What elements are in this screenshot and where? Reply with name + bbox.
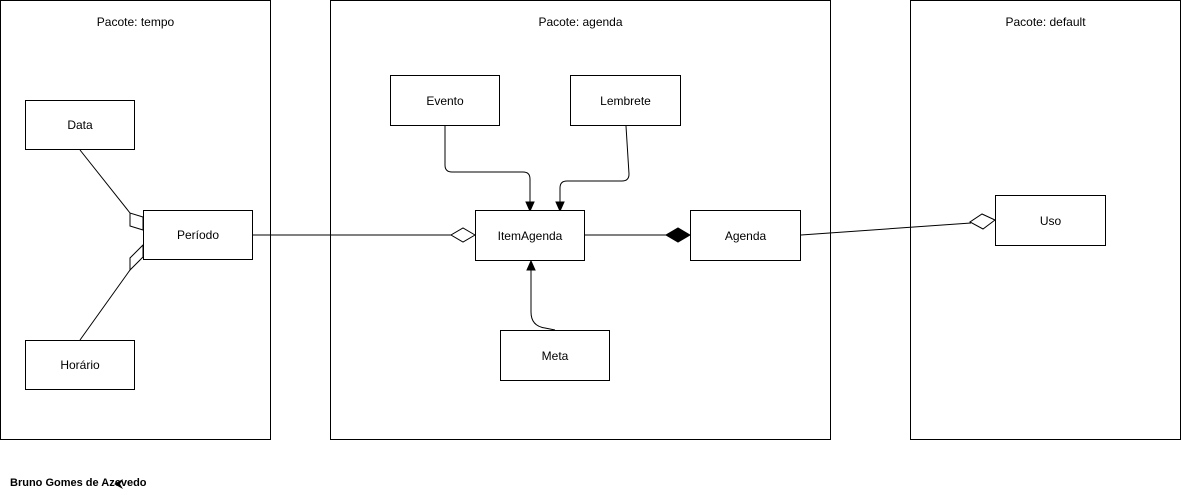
class-horario[interactable]: Horário [25,340,135,390]
class-uso[interactable]: Uso [995,195,1106,246]
class-evento[interactable]: Evento [390,75,500,126]
class-meta[interactable]: Meta [500,330,610,381]
class-agenda[interactable]: Agenda [690,210,801,261]
class-data[interactable]: Data [25,100,135,150]
mouse-pointer-icon [114,479,123,489]
class-periodo[interactable]: Período [143,210,253,260]
package-default-title: Pacote: default [1005,15,1086,29]
author-name: Bruno Gomes de Azevedo [10,477,147,489]
class-lembrete[interactable]: Lembrete [570,75,681,126]
package-tempo-title: Pacote: tempo [96,15,175,29]
class-itemagenda[interactable]: ItemAgenda [475,210,585,261]
package-agenda-title: Pacote: agenda [538,15,623,29]
